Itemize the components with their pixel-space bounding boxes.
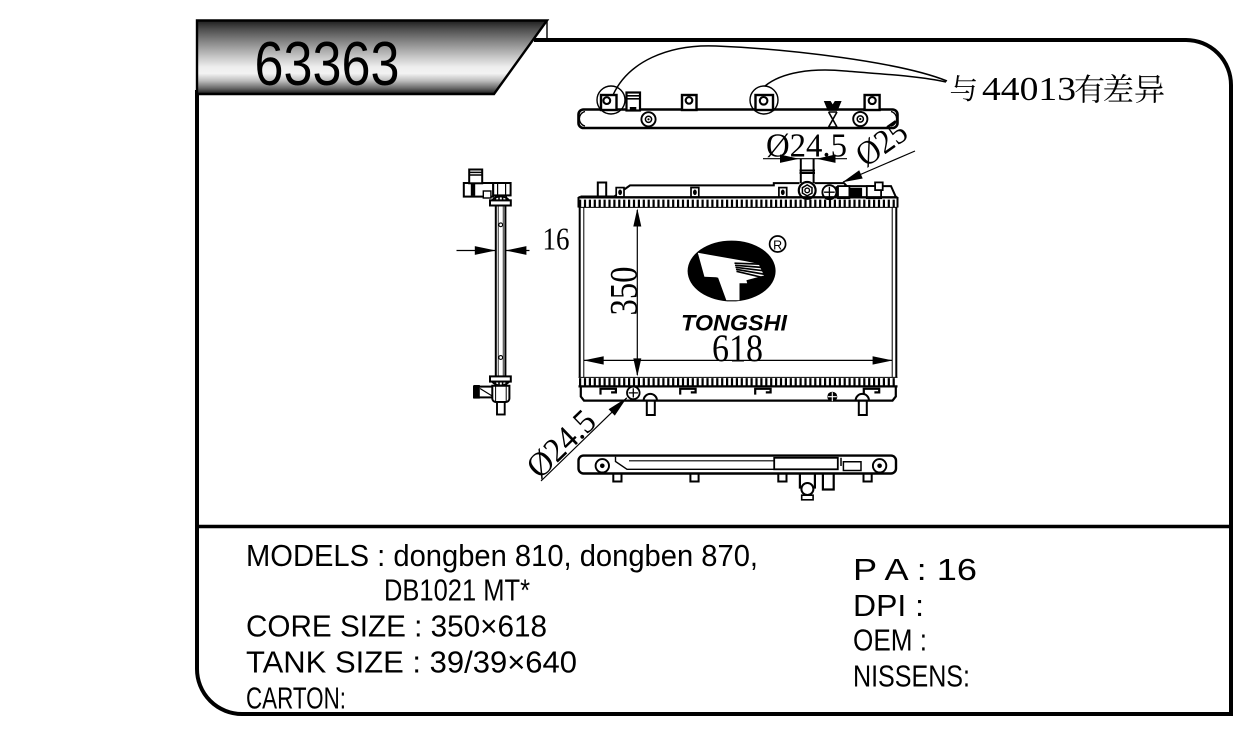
svg-text:618: 618 — [712, 327, 763, 370]
svg-text:350: 350 — [603, 267, 646, 316]
svg-text:NISSENS:: NISSENS: — [853, 659, 970, 694]
svg-text:CARTON:: CARTON: — [246, 681, 346, 716]
svg-text:R: R — [773, 239, 782, 253]
svg-text:44013: 44013 — [982, 71, 1076, 108]
svg-text:MODELS : dongben 810, dongben: MODELS : dongben 810, dongben 870, — [246, 538, 758, 573]
svg-text:CORE SIZE : 350×618: CORE SIZE : 350×618 — [246, 609, 547, 644]
svg-text:P A : 16: P A : 16 — [853, 552, 977, 587]
svg-text:63363: 63363 — [255, 30, 400, 99]
svg-text:DB1021 MT*: DB1021 MT* — [384, 573, 530, 608]
svg-text:TANK SIZE : 39/39×640: TANK SIZE : 39/39×640 — [246, 645, 577, 680]
svg-text:DPI :: DPI : — [853, 588, 924, 623]
svg-text:OEM :: OEM : — [853, 623, 927, 658]
svg-text:16: 16 — [543, 221, 570, 257]
svg-text:TONGSHI: TONGSHI — [681, 311, 788, 336]
